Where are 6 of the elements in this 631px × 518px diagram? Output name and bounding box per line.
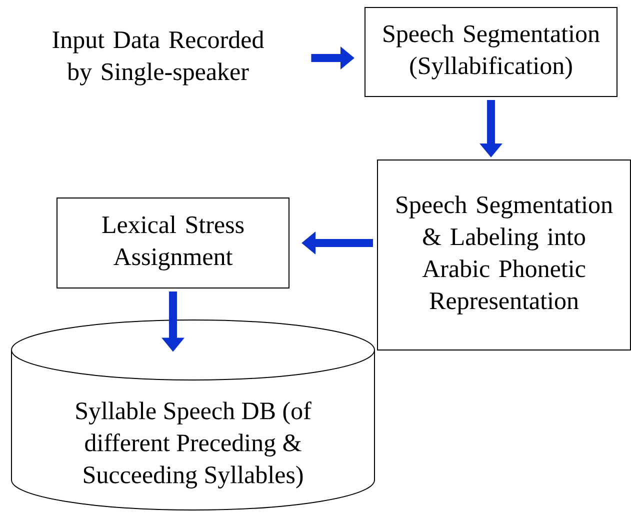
database-cylinder: Syllable Speech DB (of different Preceding & Succeeding Syllables) (11, 320, 375, 510)
input-label: Input Data Recorded by Single-speaker (52, 30, 264, 86)
process-box: Speech Segmentation & Labeling into Arabic Phonetic Representation (377, 160, 631, 350)
process-box: Lexical Stress Assignment (56, 198, 290, 288)
node-label: Syllable Speech DB (of different Preceding & Succeeding Syllables) (76, 402, 312, 488)
process-box: Speech Segmentation (Syllabification) (364, 7, 618, 97)
